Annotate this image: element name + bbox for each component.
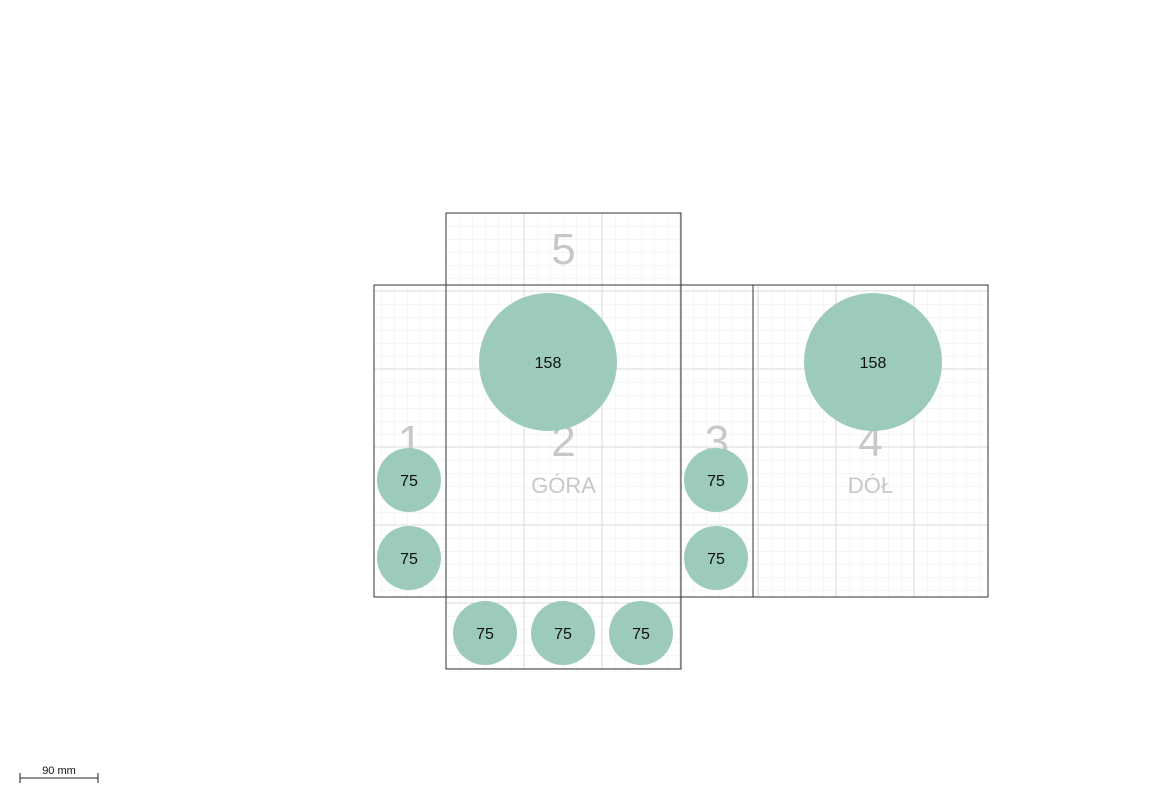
circle-small[interactable] bbox=[684, 448, 748, 512]
circle-label: 158 bbox=[860, 355, 887, 372]
circle-item[interactable]: 75 bbox=[684, 448, 748, 512]
circle-large[interactable] bbox=[804, 293, 942, 431]
circle-small[interactable] bbox=[609, 601, 673, 665]
circle-label: 75 bbox=[707, 551, 725, 568]
circle-large[interactable] bbox=[479, 293, 617, 431]
scale-bar: 90 mm bbox=[19, 765, 99, 783]
circle-item[interactable]: 158 bbox=[804, 293, 942, 431]
panel-6-outline bbox=[445, 596, 682, 670]
circle-small[interactable] bbox=[377, 526, 441, 590]
panel-1-major-grid bbox=[374, 290, 446, 526]
face-number-5: 5 bbox=[551, 225, 575, 274]
circle-item[interactable]: 75 bbox=[684, 526, 748, 590]
dieline-panels bbox=[373, 212, 989, 670]
circle-small[interactable] bbox=[684, 526, 748, 590]
circle-item[interactable]: 75 bbox=[453, 601, 517, 665]
panel-5-major-grid bbox=[523, 213, 681, 285]
circle-small[interactable] bbox=[377, 448, 441, 512]
face-label-4: DÓŁ bbox=[848, 473, 893, 498]
panel-5 bbox=[445, 212, 682, 286]
circle-label: 75 bbox=[554, 626, 572, 643]
scale-bar-label: 90 mm bbox=[42, 765, 76, 777]
panel-3-major-grid bbox=[681, 290, 753, 526]
circle-item[interactable]: 75 bbox=[377, 448, 441, 512]
circle-item[interactable]: 75 bbox=[609, 601, 673, 665]
circle-item[interactable]: 75 bbox=[531, 601, 595, 665]
circle-label: 75 bbox=[400, 473, 418, 490]
circle-label: 75 bbox=[476, 626, 494, 643]
circles-layer: 158 158 75 75 75 75 75 75 75 bbox=[377, 293, 942, 665]
circle-item[interactable]: 158 bbox=[479, 293, 617, 431]
panel-5-minor-grid bbox=[446, 213, 681, 285]
circle-label: 75 bbox=[632, 626, 650, 643]
panel-4-outline bbox=[752, 284, 989, 598]
circle-label: 75 bbox=[400, 551, 418, 568]
circle-item[interactable]: 75 bbox=[377, 526, 441, 590]
face-label-2: GÓRA bbox=[531, 473, 596, 498]
circle-small[interactable] bbox=[453, 601, 517, 665]
circle-label: 75 bbox=[707, 473, 725, 490]
circle-small[interactable] bbox=[531, 601, 595, 665]
circle-label: 158 bbox=[535, 355, 562, 372]
